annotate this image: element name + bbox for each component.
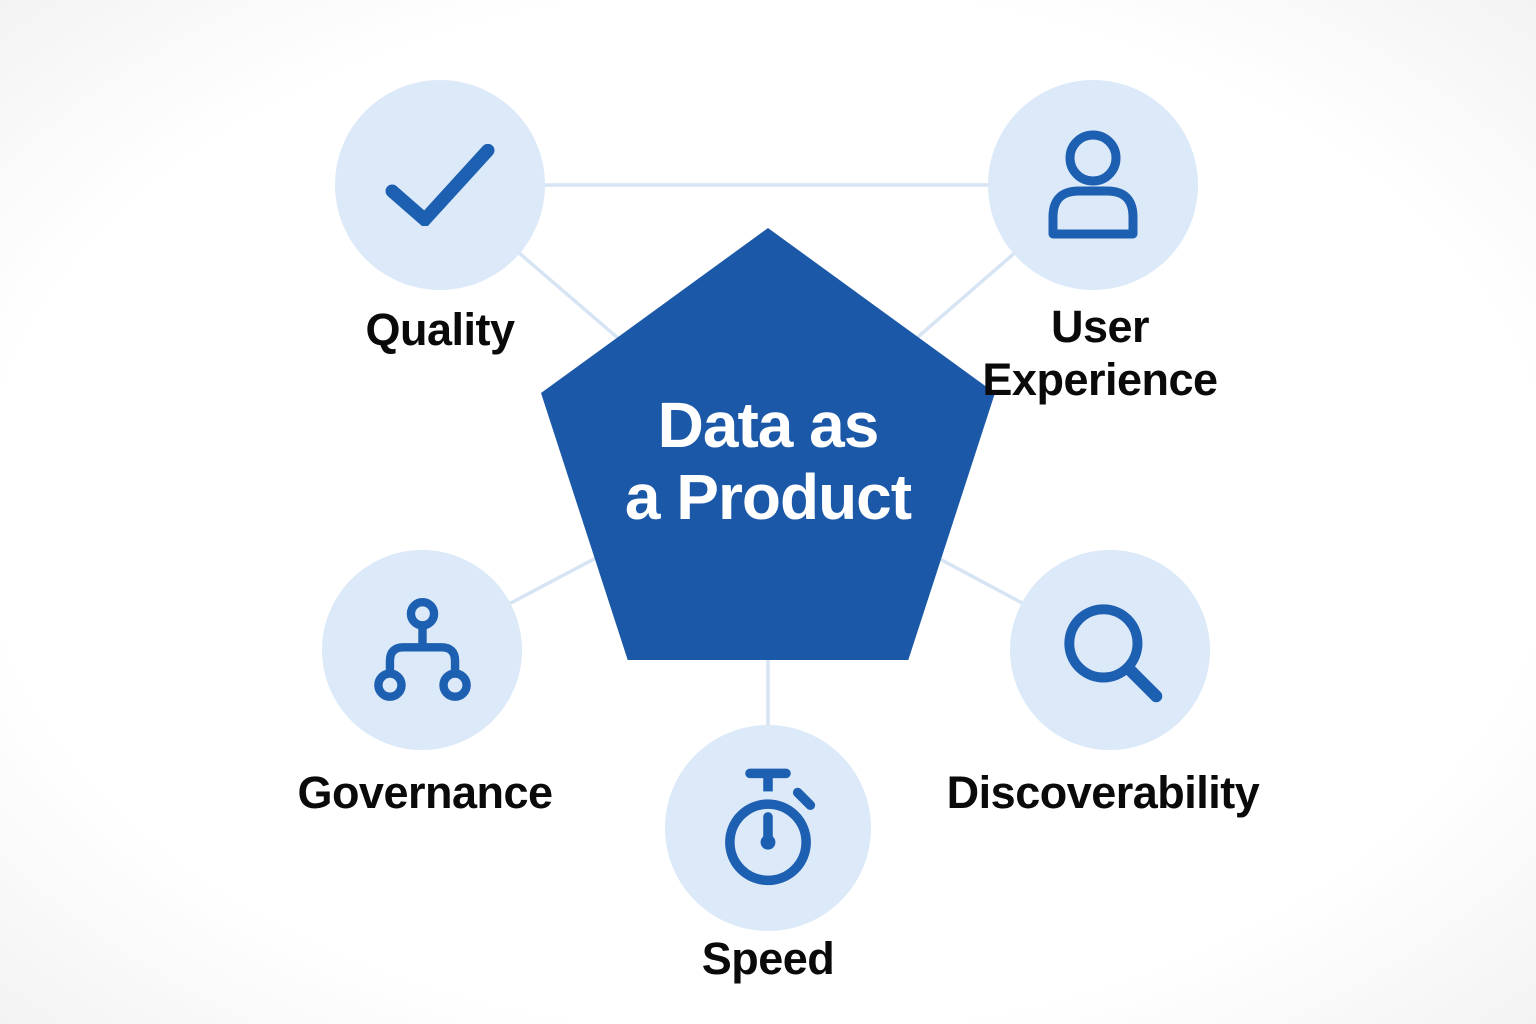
person-icon (1048, 130, 1138, 238)
node-circle-governance (322, 550, 522, 750)
node-circle-user-experience (988, 80, 1198, 290)
hierarchy-icon (373, 597, 471, 701)
pentagon-title: Data as a Product (624, 389, 912, 533)
node-label-discoverability: Discoverability (946, 767, 1260, 818)
node-label-speed: Speed (701, 933, 835, 984)
check-icon (385, 144, 495, 226)
node-label-quality: Quality (365, 304, 515, 355)
search-icon (1064, 604, 1163, 703)
node-circle-discoverability (1010, 550, 1210, 750)
pentagon-title-line1: Data as (657, 389, 880, 462)
node-label-governance: Governance (297, 767, 553, 818)
node-circle-quality (335, 80, 545, 290)
stopwatch-icon (725, 768, 816, 885)
node-circle-speed (665, 725, 871, 931)
pentagon-title-line2: a Product (624, 461, 912, 533)
node-label-user-experience: User Experience (982, 301, 1218, 406)
